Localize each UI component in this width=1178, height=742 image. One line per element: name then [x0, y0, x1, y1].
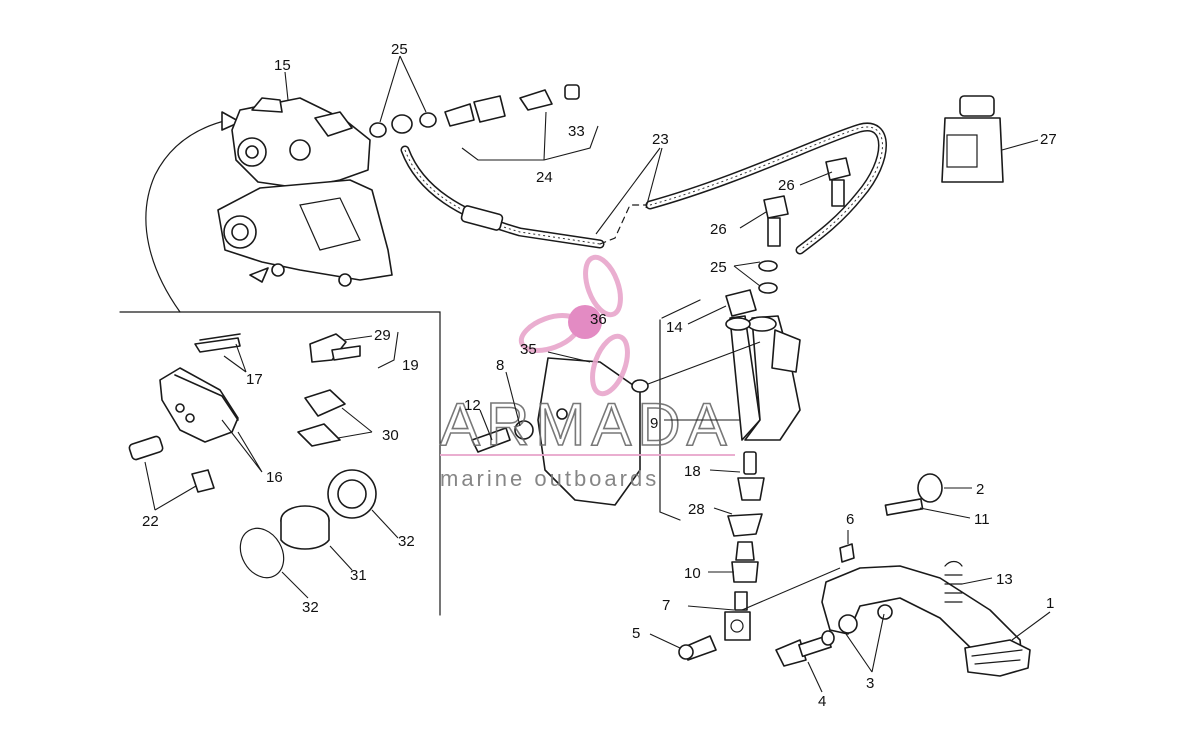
label-26-lower: 26: [710, 221, 727, 238]
label-29: 29: [374, 327, 391, 344]
brake-hose: [400, 122, 887, 255]
label-13: 13: [996, 571, 1013, 588]
label-22: 22: [142, 513, 159, 530]
label-12: 12: [464, 397, 481, 414]
label-33: 33: [568, 123, 585, 140]
label-18: 18: [684, 463, 701, 480]
label-17: 17: [246, 371, 263, 388]
brake-pedal: [775, 543, 1031, 677]
label-7: 7: [662, 597, 670, 614]
label-31: 31: [350, 567, 367, 584]
label-16: 16: [266, 469, 283, 486]
label-23: 23: [652, 131, 669, 148]
label-30: 30: [382, 427, 399, 444]
callout-labels: 15 25 33 24 23 27 26 26 25 14 36 35 8 29…: [142, 41, 1057, 710]
label-25-top: 25: [391, 41, 408, 58]
master-cylinder: [659, 289, 801, 521]
inset-frame: [119, 111, 441, 616]
label-28: 28: [688, 501, 705, 518]
caliper-internals: [128, 333, 377, 579]
armada-watermark: ARMADA marine outboards: [439, 254, 735, 491]
watermark-tagline: marine outboards: [440, 466, 659, 491]
propeller-logo: [518, 254, 630, 397]
label-25-right: 25: [710, 259, 727, 276]
label-26-upper: 26: [778, 177, 795, 194]
brake-fluid-bottle: [941, 95, 1004, 183]
label-32-upper: 32: [398, 533, 415, 550]
label-11: 11: [974, 511, 990, 528]
banjo-fittings-top: [369, 84, 580, 138]
label-10: 10: [684, 565, 701, 582]
heel-guard: [471, 357, 649, 506]
label-32-lower: 32: [302, 599, 319, 616]
label-27: 27: [1040, 131, 1057, 148]
label-35: 35: [520, 341, 537, 358]
label-1: 1: [1046, 595, 1054, 612]
label-15: 15: [274, 57, 291, 74]
stop-screw: [884, 473, 943, 516]
label-5: 5: [632, 625, 640, 642]
label-6: 6: [846, 511, 854, 528]
label-14: 14: [666, 319, 683, 336]
label-3: 3: [866, 675, 874, 692]
label-36: 36: [590, 311, 607, 328]
pushrod-parts: [678, 451, 765, 661]
label-9: 9: [650, 415, 658, 432]
brake-caliper: [217, 97, 393, 287]
label-2: 2: [976, 481, 984, 498]
banjo-bolts: [758, 157, 851, 294]
label-4: 4: [818, 693, 826, 710]
label-19: 19: [402, 357, 419, 374]
label-24: 24: [536, 169, 553, 186]
label-8: 8: [496, 357, 504, 374]
leader-lines: [144, 55, 1051, 693]
watermark-brand: ARMADA: [440, 391, 733, 458]
